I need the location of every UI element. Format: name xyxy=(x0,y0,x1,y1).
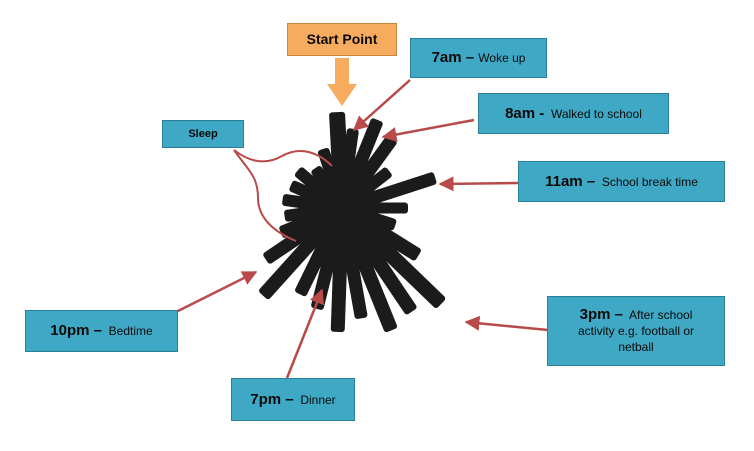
break-arrow xyxy=(438,176,519,192)
wake-time: 7am xyxy=(431,49,462,66)
after-arrow xyxy=(464,315,549,332)
after-line1: After school xyxy=(629,308,693,322)
bed-arrow xyxy=(175,270,258,314)
after-line3: netball xyxy=(618,340,654,354)
wake-sep: – xyxy=(461,49,479,66)
sleep-bracket-lower xyxy=(233,149,297,242)
start-point-label: Start Point xyxy=(287,23,397,56)
bedtime-label: 10pm – Bedtime xyxy=(25,310,178,352)
after-time: 3pm – xyxy=(579,306,623,323)
walk-time: 8am - xyxy=(505,104,545,122)
after-line2: activity e.g. football or xyxy=(577,324,695,338)
dinner-activity: Dinner xyxy=(300,392,336,407)
wake-label: 7am – Woke up xyxy=(410,38,547,78)
break-label: 11am – School break time xyxy=(518,161,725,202)
break-activity: School break time xyxy=(601,174,698,189)
sleep-bracket-upper xyxy=(233,149,333,167)
center-hub xyxy=(308,174,376,242)
wake-activity: Woke up xyxy=(478,51,526,65)
walk-activity: Walked to school xyxy=(550,106,642,121)
wake-arrow xyxy=(352,79,411,131)
dinner-label: 7pm – Dinner xyxy=(231,378,355,421)
bed-time: 10pm – xyxy=(50,322,102,339)
walk-arrow xyxy=(381,118,475,142)
bed-activity: Bedtime xyxy=(108,324,153,338)
dinner-time: 7pm – xyxy=(250,390,294,408)
dinner-arrow xyxy=(285,288,324,379)
walk-label: 8am - Walked to school xyxy=(478,93,669,134)
after-school-label: 3pm – After school activity e.g. footbal… xyxy=(547,296,725,366)
sleep-label: Sleep xyxy=(162,120,244,148)
break-time: 11am – xyxy=(545,172,596,190)
start-arrow xyxy=(327,58,357,106)
